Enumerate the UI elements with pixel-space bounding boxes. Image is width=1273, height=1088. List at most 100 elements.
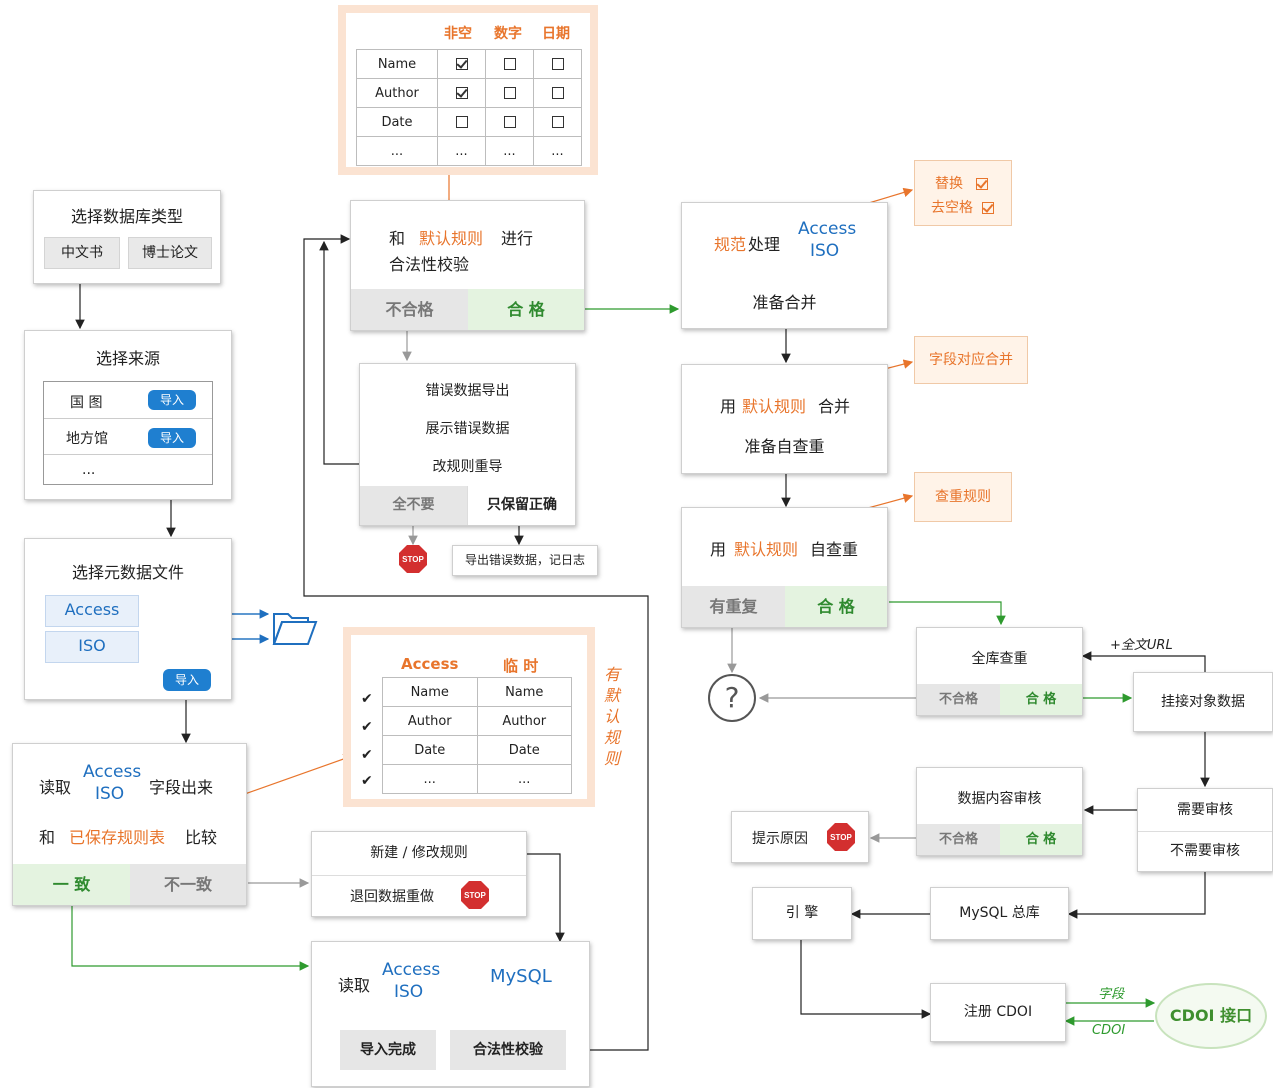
checkbox-checked-icon[interactable]	[976, 178, 989, 190]
table-cell: Date	[382, 735, 478, 765]
content-audit-title: 数据内容审核	[957, 791, 1042, 807]
checkbox-cell[interactable]	[485, 49, 534, 79]
checkbox-cell[interactable]	[437, 78, 486, 108]
import-button[interactable]: 导入	[148, 428, 196, 448]
checkbox-checked-icon[interactable]	[455, 58, 468, 70]
folder-icon[interactable]	[272, 608, 318, 648]
checkbox-cell[interactable]	[533, 107, 582, 137]
consistent-button[interactable]: 一 致	[13, 864, 130, 905]
self-dedup-label: 自查重	[810, 540, 859, 559]
db-type-box: 选择数据库类型 中文书 博士论文	[33, 190, 221, 284]
checkbox-cell[interactable]	[533, 78, 582, 108]
source-row-local: 地方馆 导入	[44, 418, 212, 455]
no-audit-option[interactable]: 不需要审核	[1138, 831, 1272, 871]
self-dedup-box: 用 默认规则 自查重 有重复 合 格	[681, 507, 888, 628]
fulltext-url-label: +全文URL	[1110, 638, 1173, 653]
dedup-rule-note: 查重规则	[914, 472, 1012, 522]
option-label: 博士论文	[142, 245, 198, 261]
use-label: 用	[710, 540, 727, 559]
table-row: ......	[382, 764, 572, 794]
fail-button[interactable]: 不合格	[917, 824, 1000, 855]
check-icon: ✔	[361, 747, 373, 763]
table-row: Date	[356, 107, 582, 137]
cdoi-arrow-label: CDOI	[1092, 1023, 1126, 1038]
checkbox-cell[interactable]	[437, 107, 486, 137]
stop-text: STOP	[830, 833, 852, 842]
table-row: ............	[356, 136, 582, 166]
mysql-master-label: MySQL 总库	[959, 905, 1040, 921]
top-rule-table-panel: 非空 数字 日期 Name Author Date ............	[346, 13, 590, 167]
mapping-header-temp: 临 时	[503, 657, 539, 675]
fail-button[interactable]: 不合格	[351, 289, 468, 330]
checkbox-cell[interactable]	[437, 49, 486, 79]
replace-option[interactable]: 替换	[935, 173, 989, 193]
checkbox-empty-icon[interactable]	[503, 87, 516, 99]
import-button[interactable]: 导入	[163, 669, 211, 691]
checkbox-checked-icon[interactable]	[981, 202, 994, 214]
replace-note: 替换 去空格	[914, 160, 1012, 226]
checkbox-empty-icon[interactable]	[551, 87, 564, 99]
table-cell: ...	[533, 136, 582, 166]
default-rules-label: 默认规则	[734, 540, 799, 559]
pass-button[interactable]: 合 格	[1000, 824, 1082, 855]
table-cell: Name	[356, 49, 438, 79]
option-chinese-book[interactable]: 中文书	[44, 237, 120, 269]
checkbox-cell[interactable]	[533, 49, 582, 79]
checkbox-empty-icon[interactable]	[551, 116, 564, 128]
trim-option[interactable]: 去空格	[931, 197, 994, 217]
table-row: Author	[356, 78, 582, 108]
iso-label: ISO	[810, 241, 840, 261]
engine-label: 引 擎	[785, 905, 819, 921]
new-modify-rule-button[interactable]: 新建 / 修改规则	[312, 832, 526, 876]
access-file-option[interactable]: Access	[45, 595, 139, 627]
inconsistent-button[interactable]: 不一致	[130, 864, 246, 905]
checkbox-checked-icon[interactable]	[455, 87, 468, 99]
full-dedup-box: 全库查重 不合格 合 格	[916, 627, 1083, 716]
has-duplicate-button[interactable]: 有重复	[682, 586, 785, 627]
import-button[interactable]: 导入	[148, 390, 196, 410]
header-number: 数字	[494, 26, 522, 42]
need-audit-option[interactable]: 需要审核	[1138, 789, 1272, 832]
legality-check-label: 合法性校验	[473, 1042, 543, 1058]
checkbox-empty-icon[interactable]	[455, 116, 468, 128]
merge-label: 合并	[818, 397, 851, 416]
stop-sign-icon: STOP	[399, 545, 427, 573]
export-errors-label: 错误数据导出	[425, 383, 510, 399]
checkbox-empty-icon[interactable]	[503, 58, 516, 70]
and-label: 和	[39, 828, 56, 847]
checkbox-cell[interactable]	[485, 78, 534, 108]
checkbox-cell[interactable]	[485, 107, 534, 137]
pass-button[interactable]: 合 格	[468, 289, 584, 330]
pass-button[interactable]: 合 格	[785, 586, 887, 627]
reason-box: 提示原因 STOP	[731, 811, 869, 863]
cdoi-interface-node[interactable]: CDOI 接口	[1155, 983, 1267, 1049]
legality-check-button[interactable]: 合法性校验	[450, 1030, 566, 1070]
table-cell: Date	[356, 107, 438, 137]
table-cell: Author	[476, 706, 572, 736]
import-done-button[interactable]: 导入完成	[340, 1030, 436, 1070]
back-redo-label: 退回数据重做	[350, 889, 434, 905]
source-label: ...	[82, 462, 96, 478]
pass-button[interactable]: 合 格	[1000, 684, 1082, 715]
discard-all-button[interactable]: 全不要	[360, 486, 467, 525]
export-log-label: 导出错误数据，记日志	[464, 553, 585, 567]
read-compare-box: 读取 Access ISO 字段出来 和 已保存规则表 比较 一 致 不一致	[12, 743, 247, 906]
iso-file-option[interactable]: ISO	[45, 631, 139, 663]
content-audit-box: 数据内容审核 不合格 合 格	[916, 767, 1083, 856]
keep-valid-button[interactable]: 只保留正确	[467, 486, 576, 525]
table-cell: ...	[437, 136, 486, 166]
rule-edit-box: 新建 / 修改规则 退回数据重做 STOP	[311, 831, 527, 917]
checkbox-empty-icon[interactable]	[551, 58, 564, 70]
check-icon: ✔	[361, 691, 373, 707]
full-dedup-title: 全库查重	[971, 651, 1028, 667]
read-label: 读取	[39, 778, 72, 797]
checkbox-empty-icon[interactable]	[503, 116, 516, 128]
register-cdoi-label: 注册 CDOI	[963, 1004, 1033, 1020]
option-phd-thesis[interactable]: 博士论文	[128, 237, 212, 269]
fail-button[interactable]: 不合格	[917, 684, 1000, 715]
validate-box: 和 默认规则 进行 合法性校验 不合格 合 格	[350, 200, 585, 331]
merge-box: 用 默认规则 合并 准备自查重	[681, 364, 888, 474]
redo-rules-label: 改规则重导	[432, 459, 503, 475]
